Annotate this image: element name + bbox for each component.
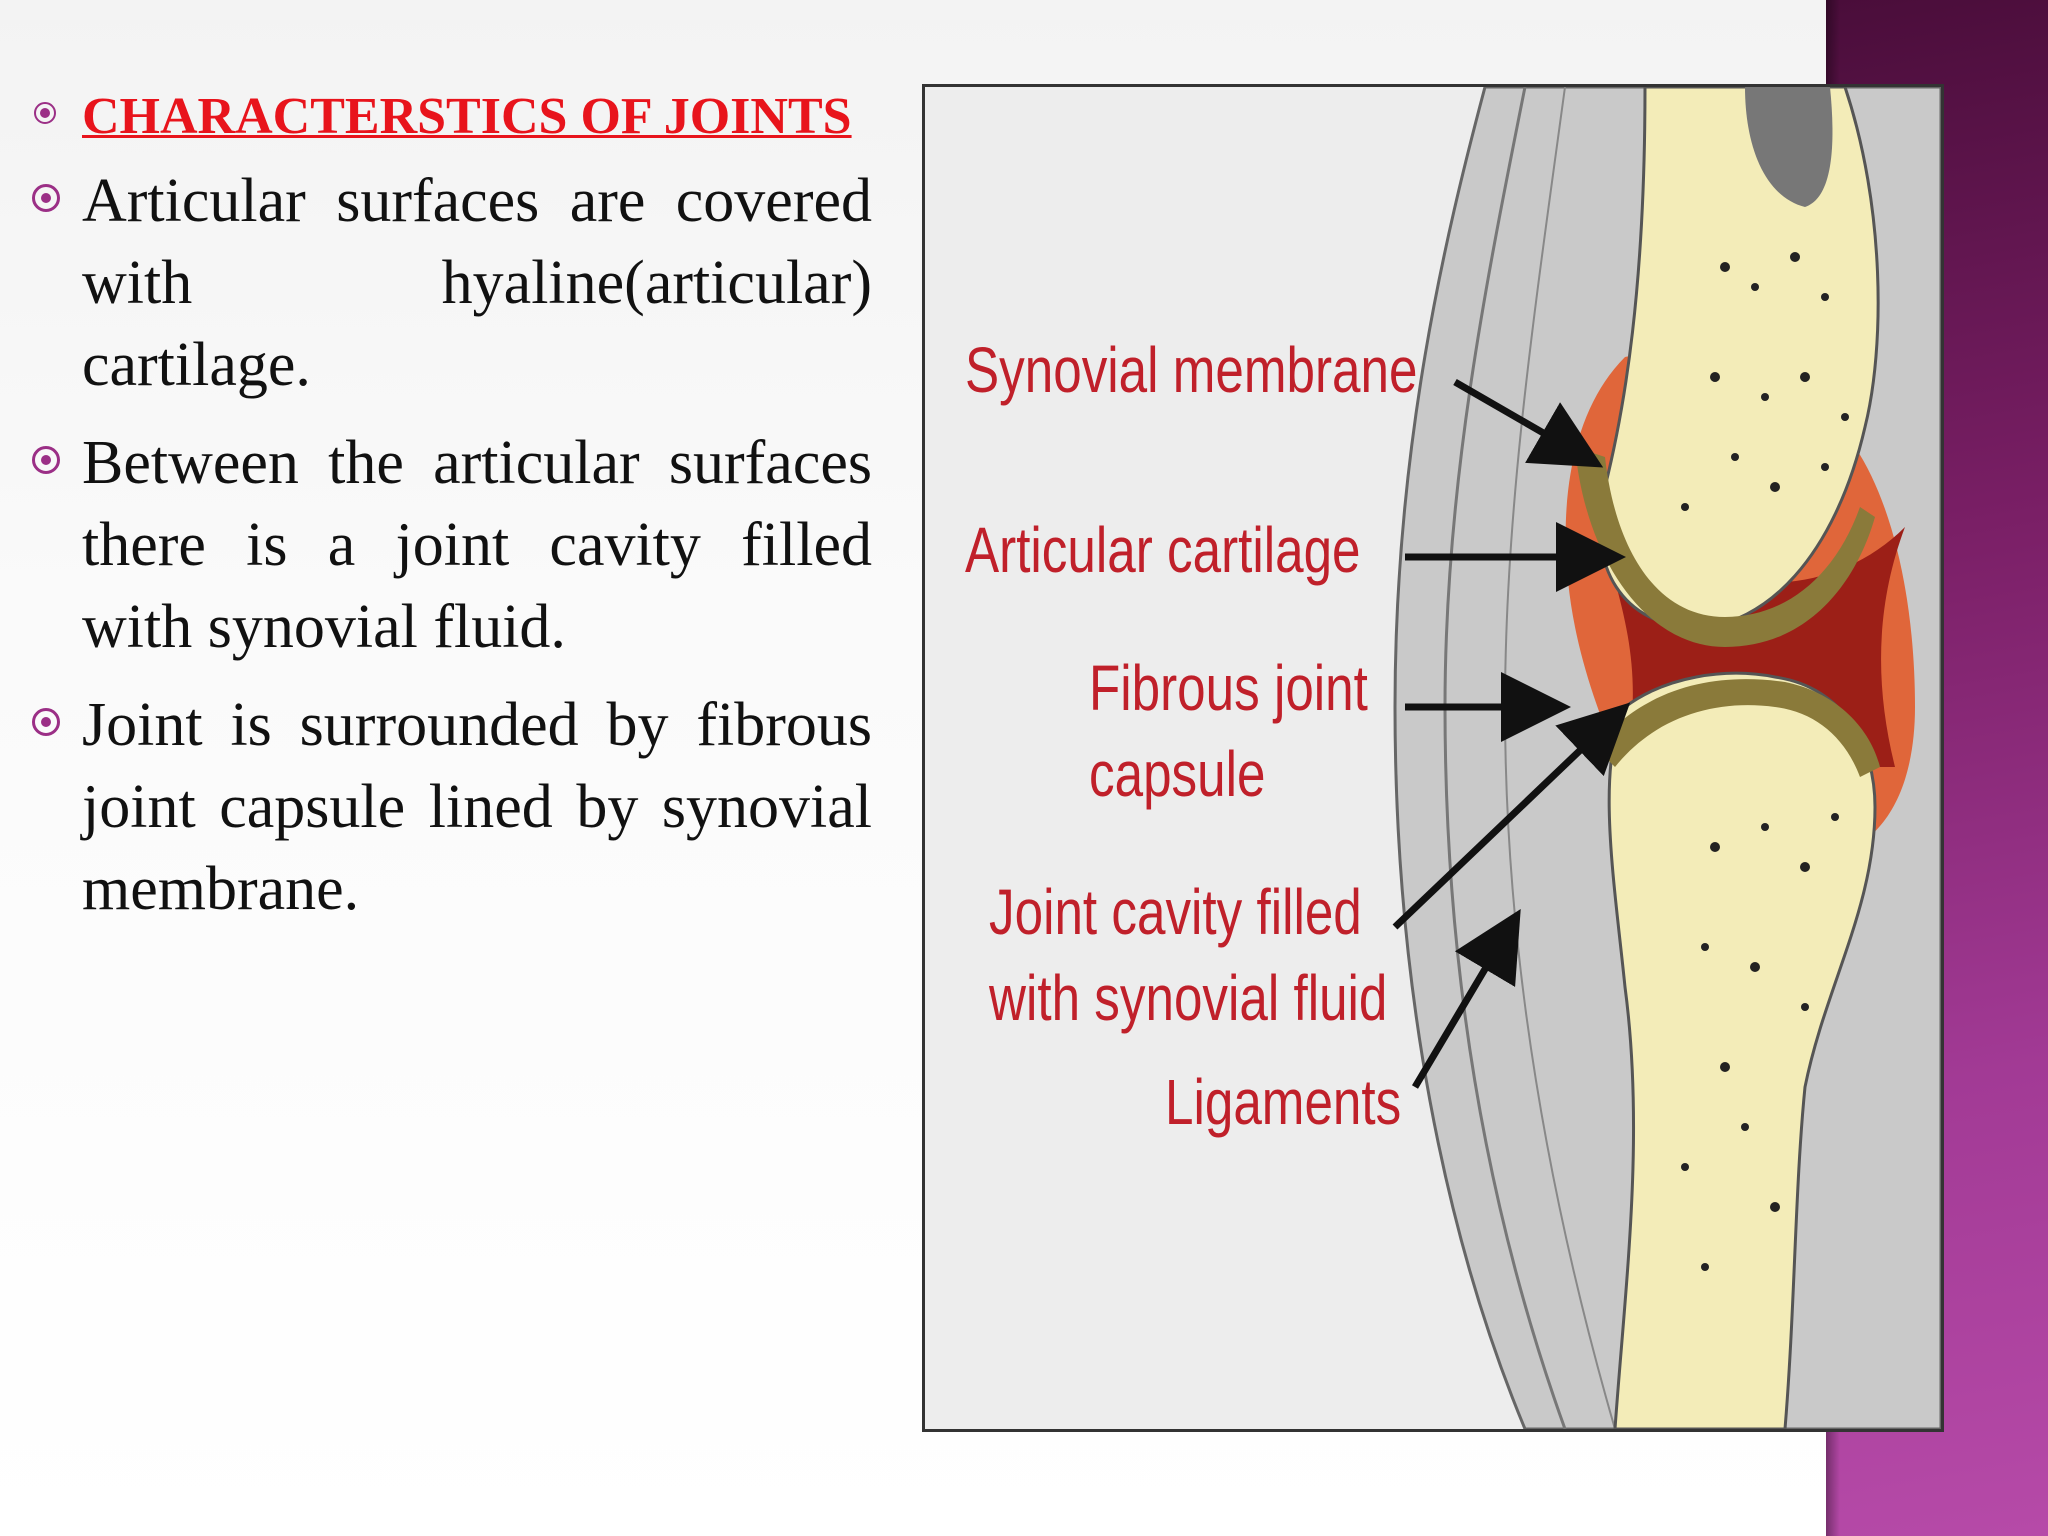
label-articular-cartilage: Articular cartilage bbox=[965, 514, 1361, 586]
joint-diagram: Synovial membrane Articular cartilage Fi… bbox=[922, 84, 1944, 1432]
label-synovial-membrane: Synovial membrane bbox=[965, 334, 1418, 406]
upper-cartilage bbox=[1575, 447, 1875, 647]
lower-bone bbox=[1607, 671, 1877, 1429]
bullet-text: Articular surfaces are covered with hyal… bbox=[82, 167, 872, 399]
bullet-text: Between the articular surfaces there is … bbox=[82, 429, 872, 661]
label-ligaments: Ligaments bbox=[1165, 1066, 1402, 1138]
lower-cartilage bbox=[1595, 679, 1880, 777]
label-joint-cavity-line2: with synovial fluid bbox=[989, 962, 1388, 1034]
bullet-item-3: Joint is surrounded by fibrous joint cap… bbox=[20, 684, 872, 930]
slide-text-column: CHARACTERSTICS OF JOINTS Articular surfa… bbox=[20, 84, 872, 946]
bullet-icon bbox=[34, 102, 56, 124]
bullet-text: Joint is surrounded by fibrous joint cap… bbox=[82, 691, 872, 923]
label-fibrous-capsule-line2: capsule bbox=[1089, 738, 1266, 810]
label-joint-cavity-line1: Joint cavity filled bbox=[989, 876, 1362, 948]
arrow-synovial-membrane bbox=[1453, 378, 1604, 468]
arrow-ligaments bbox=[1411, 908, 1521, 1089]
bullet-item-2: Between the articular surfaces there is … bbox=[20, 422, 872, 668]
arrow-joint-cavity bbox=[1392, 702, 1631, 930]
heading-text: CHARACTERSTICS OF JOINTS bbox=[82, 88, 852, 145]
joint-illustration bbox=[1392, 87, 1941, 1429]
bullet-item-1: Articular surfaces are covered with hyal… bbox=[20, 160, 872, 406]
bullet-icon bbox=[32, 708, 60, 736]
slide-heading: CHARACTERSTICS OF JOINTS bbox=[20, 84, 872, 150]
bullet-icon bbox=[32, 446, 60, 474]
bullet-icon bbox=[32, 184, 60, 212]
label-fibrous-capsule-line1: Fibrous joint bbox=[1089, 652, 1368, 724]
